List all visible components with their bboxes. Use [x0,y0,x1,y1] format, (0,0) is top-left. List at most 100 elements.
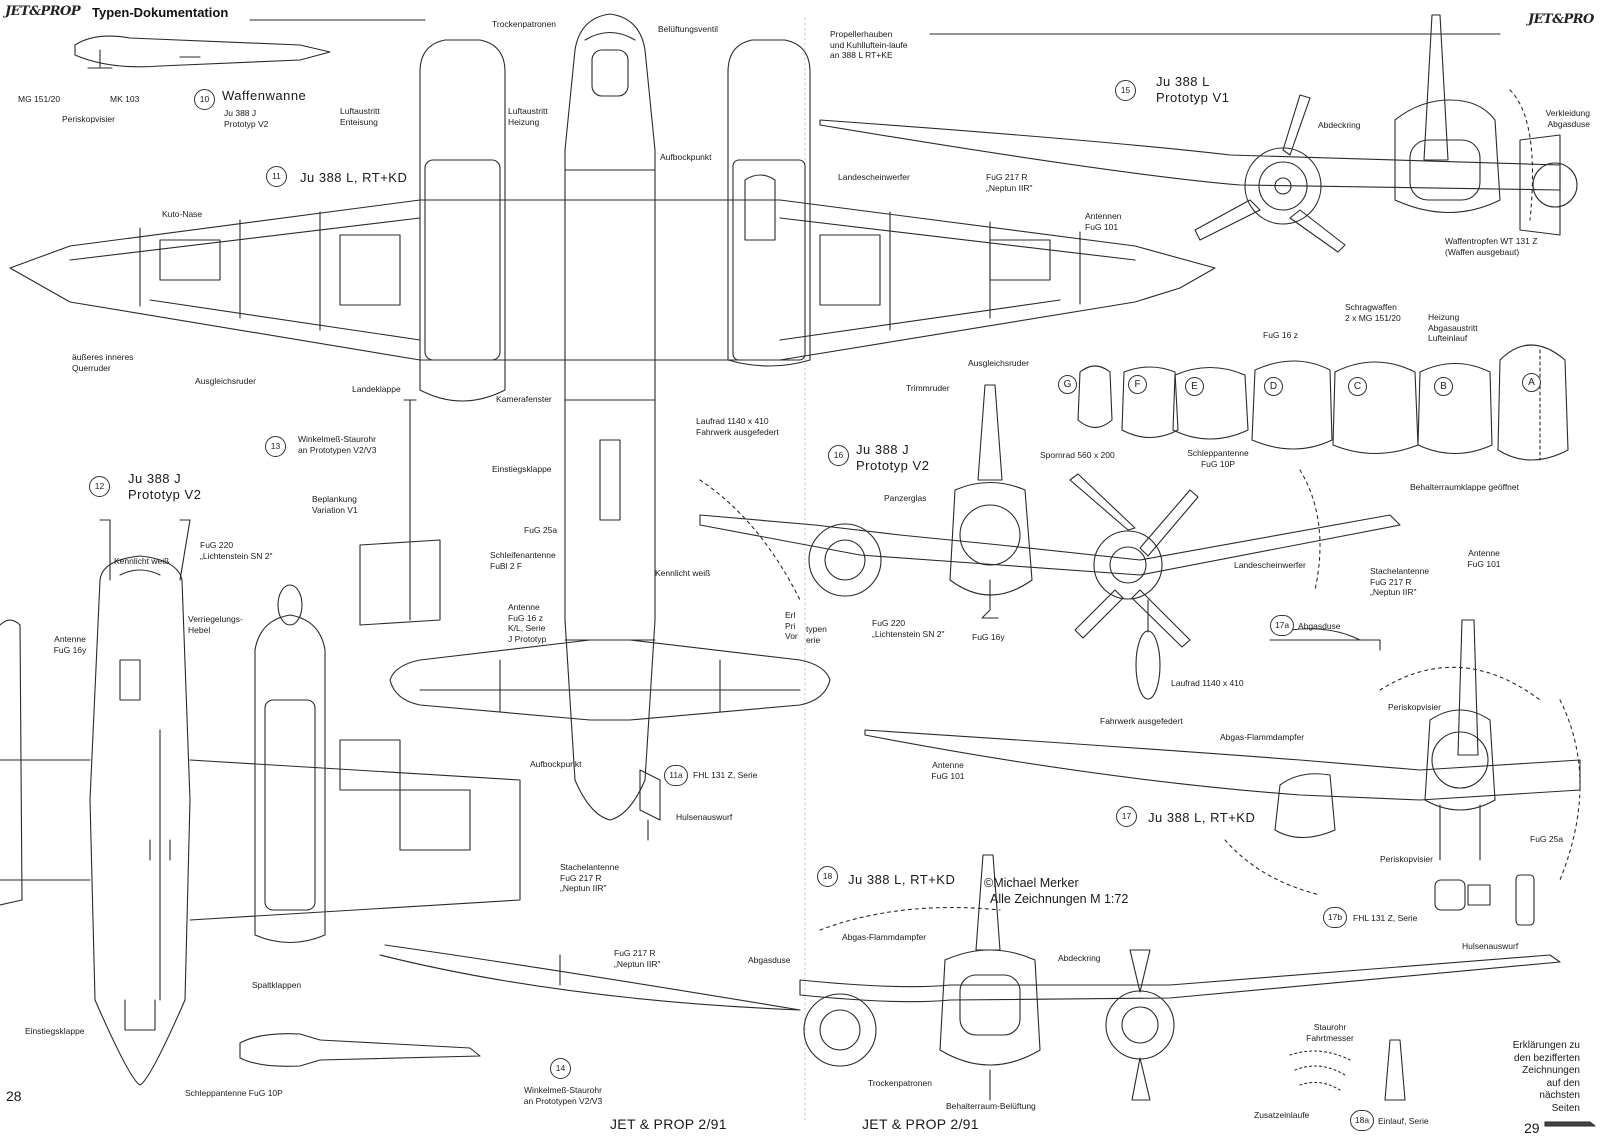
label-periskop-left: Periskopvisier [62,114,115,124]
credit-line-1: ©Michael Merker [984,876,1079,890]
section-title: Typen-Dokumentation [92,5,229,20]
plane-logo [1544,1121,1596,1127]
drawing-number-10: 10 [194,89,215,110]
label-abgas-flammdampfer-mid: Abgas-Flammdampfer [1220,732,1305,742]
header-rules [249,17,1501,1121]
label-hulsenauswurf-center: Hulsenauswurf [676,812,733,822]
label-spaltklappen: Spaltklappen [252,980,302,990]
label-fug16y-right: FuG 16y [972,632,1005,642]
label-kamerafenster: Kamerafenster [496,394,552,404]
drawing-11a-fhl131 [639,769,661,841]
label-fug217-top: FuG 217 R „Neptun IIR" [986,172,1033,193]
label-querruder: äußeres inneres Querruder [72,352,134,373]
label-aufbockpunkt-bottom: Aufbockpunkt [530,759,582,769]
label-aufbockpunkt-top: Aufbockpunkt [660,152,712,162]
label-stachelantenne-center: Stachelantenne FuG 217 R „Neptun IIR" [560,862,620,894]
page-number-left: 28 [6,1088,22,1104]
label-antenne-fug16y: Antenne FuG 16y [53,634,87,655]
drawing-subtitle-10: Ju 388 J Prototyp V2 [224,108,269,129]
label-fug25a-center: FuG 25a [524,525,558,535]
label-erl-partial: Erl Pri Vor [785,610,798,642]
label-luftaustritt-heizung: Luftaustritt Heizung [508,106,548,127]
drawing-number-15: 15 [1115,80,1136,101]
label-behalterraum-beluftung: Behalterraum-Belüftung [946,1101,1036,1111]
label-zusatzeinlaufe: Zusatzeinlaufe [1254,1110,1310,1120]
label-schleifenantenne: Schleifenantenne FuBl 2 F [490,550,556,571]
label-antenne-fug101-low: Antenne FuG 101 [931,760,965,781]
magazine-issue-right: JET & PROP 2/91 [862,1116,979,1132]
label-einstiegsklappe-left: Einstiegsklappe [25,1026,85,1036]
drawing-number-12: 12 [89,476,110,497]
label-kennlicht-left: Kennlicht weiß [114,556,170,566]
label-landeklappe: Landeklappe [352,384,401,394]
drawing-16-front-view [699,384,1401,700]
label-heizung: Heizung Abgasaustritt Lufteinlauf [1428,312,1478,344]
label-kuto-nase: Kuto-Nase [162,209,203,219]
label-laufrad-center: Laufrad 1140 x 410 Fahrwerk ausgefedert [696,416,779,437]
nose-variant-b: B [1434,377,1453,396]
label-verriegelung: Verriegelungs- Hebel [188,614,243,635]
magazine-issue-left: JET & PROP 2/91 [610,1116,727,1132]
drawing-number-17a: 17a [1270,615,1294,636]
label-mg151: MG 151/20 [18,94,61,104]
label-landescheinwerfer-top: Landescheinwerfer [838,172,910,182]
nose-variant-g: G [1058,375,1077,394]
label-periskopvisier-low: Periskopvisier [1380,854,1433,864]
drawing-title-17b: FHL 131 Z, Serie [1353,913,1418,923]
label-schragwaffen: Schragwaffen 2 x MG 151/20 [1345,302,1401,323]
drawing-11-top-view [9,13,1216,821]
label-schleppantenne-right: Schleppantenne FuG 10P [1187,448,1249,469]
label-beplankung: Beplankung Variation V1 [312,494,358,515]
label-staurohr: Staurohr Fahrtmesser [1306,1022,1354,1043]
drawing-15-front-view [819,14,1578,253]
drawing-number-14: 14 [550,1058,571,1079]
drawing-title-15: Ju 388 L Prototyp V1 [1156,74,1230,105]
drawing-title-16: Ju 388 J Prototyp V2 [856,442,930,473]
label-panzerglas: Panzerglas [884,493,927,503]
label-kennlicht-center: Kennlicht weiß [655,568,711,578]
nose-variant-f: F [1128,375,1147,394]
drawing-title-13: Winkelmeß-Staurohr an Prototypen V2/V3 [298,434,377,455]
label-trimmruder: Trimmruder [906,383,950,393]
drawing-title-11a: FHL 131 Z, Serie [693,770,758,780]
label-stachelantenne-right: Stachelantenne FuG 217 R „Neptun IIR" [1370,566,1430,598]
drawing-number-11a: 11a [664,765,688,786]
label-abdeckring-top: Abdeckring [1318,120,1361,130]
label-einstiegsklappe-center: Einstiegsklappe [492,464,552,474]
label-landescheinwerfer-mid: Landescheinwerfer [1234,560,1306,570]
drawing-17-view [864,619,1581,896]
nose-variants [1077,344,1569,461]
label-antennen-fug101: Antennen FuG 101 [1085,211,1122,232]
drawing-title-10: Waffenwanne [222,88,307,103]
label-abgas-flammdampfer-low: Abgas-Flammdampfer [842,932,927,942]
drawing-title-14: Winkelmeß-Staurohr an Prototypen V2/V3 [523,1085,603,1106]
drawing-title-11: Ju 388 L, RT+KD [300,170,408,185]
label-propellerhauben: Propellerhauben und Kuhlluftein‑laufe an… [830,29,908,61]
label-laufrad-right: Laufrad 1140 x 410 [1171,678,1244,688]
label-antenne-fug16z: Antenne FuG 16 z K/L, Serie J Prototyp [508,602,547,644]
label-fug220-left: FuG 220 „Lichtenstein SN 2" [200,540,273,561]
drawing-title-18a: Einlauf, Serie [1378,1116,1429,1126]
drawing-14-staurohr [239,944,801,1067]
label-trockenpatronen-top: Trockenpatronen [492,19,556,29]
label-behalterraumklappe: Behalterraumklappe geöffnet [1410,482,1520,492]
page-number-right: 29 [1524,1120,1540,1136]
label-spornrad: Spornrad 560 x 200 [1040,450,1115,460]
label-fug25a-right: FuG 25a [1530,834,1564,844]
label-hulsenauswurf-right: Hulsenauswurf [1462,941,1519,951]
drawing-number-18a: 18a [1350,1110,1374,1131]
label-periskopvisier-right: Periskopvisier [1388,702,1441,712]
label-fahrwerk-right: Fahrwerk ausgefedert [1100,716,1183,726]
label-abgasduse-bottom: Abgasduse [748,955,791,965]
drawing-10-waffenwanne [74,35,331,69]
label-waffentropfen: Waffentropfen WT 131 Z (Waffen ausgebaut… [1445,236,1538,257]
drawing-number-18: 18 [817,866,838,887]
drawing-18-front-view [799,854,1561,1101]
label-luftaustritt-enteisung: Luftaustritt Enteisung [340,106,380,127]
drawing-number-17: 17 [1116,806,1137,827]
drawing-title-17: Ju 388 L, RT+KD [1148,810,1256,825]
brand-logo-right: JET&PRO [1528,12,1594,27]
brand-logo-left: JET&PROP [5,4,81,19]
